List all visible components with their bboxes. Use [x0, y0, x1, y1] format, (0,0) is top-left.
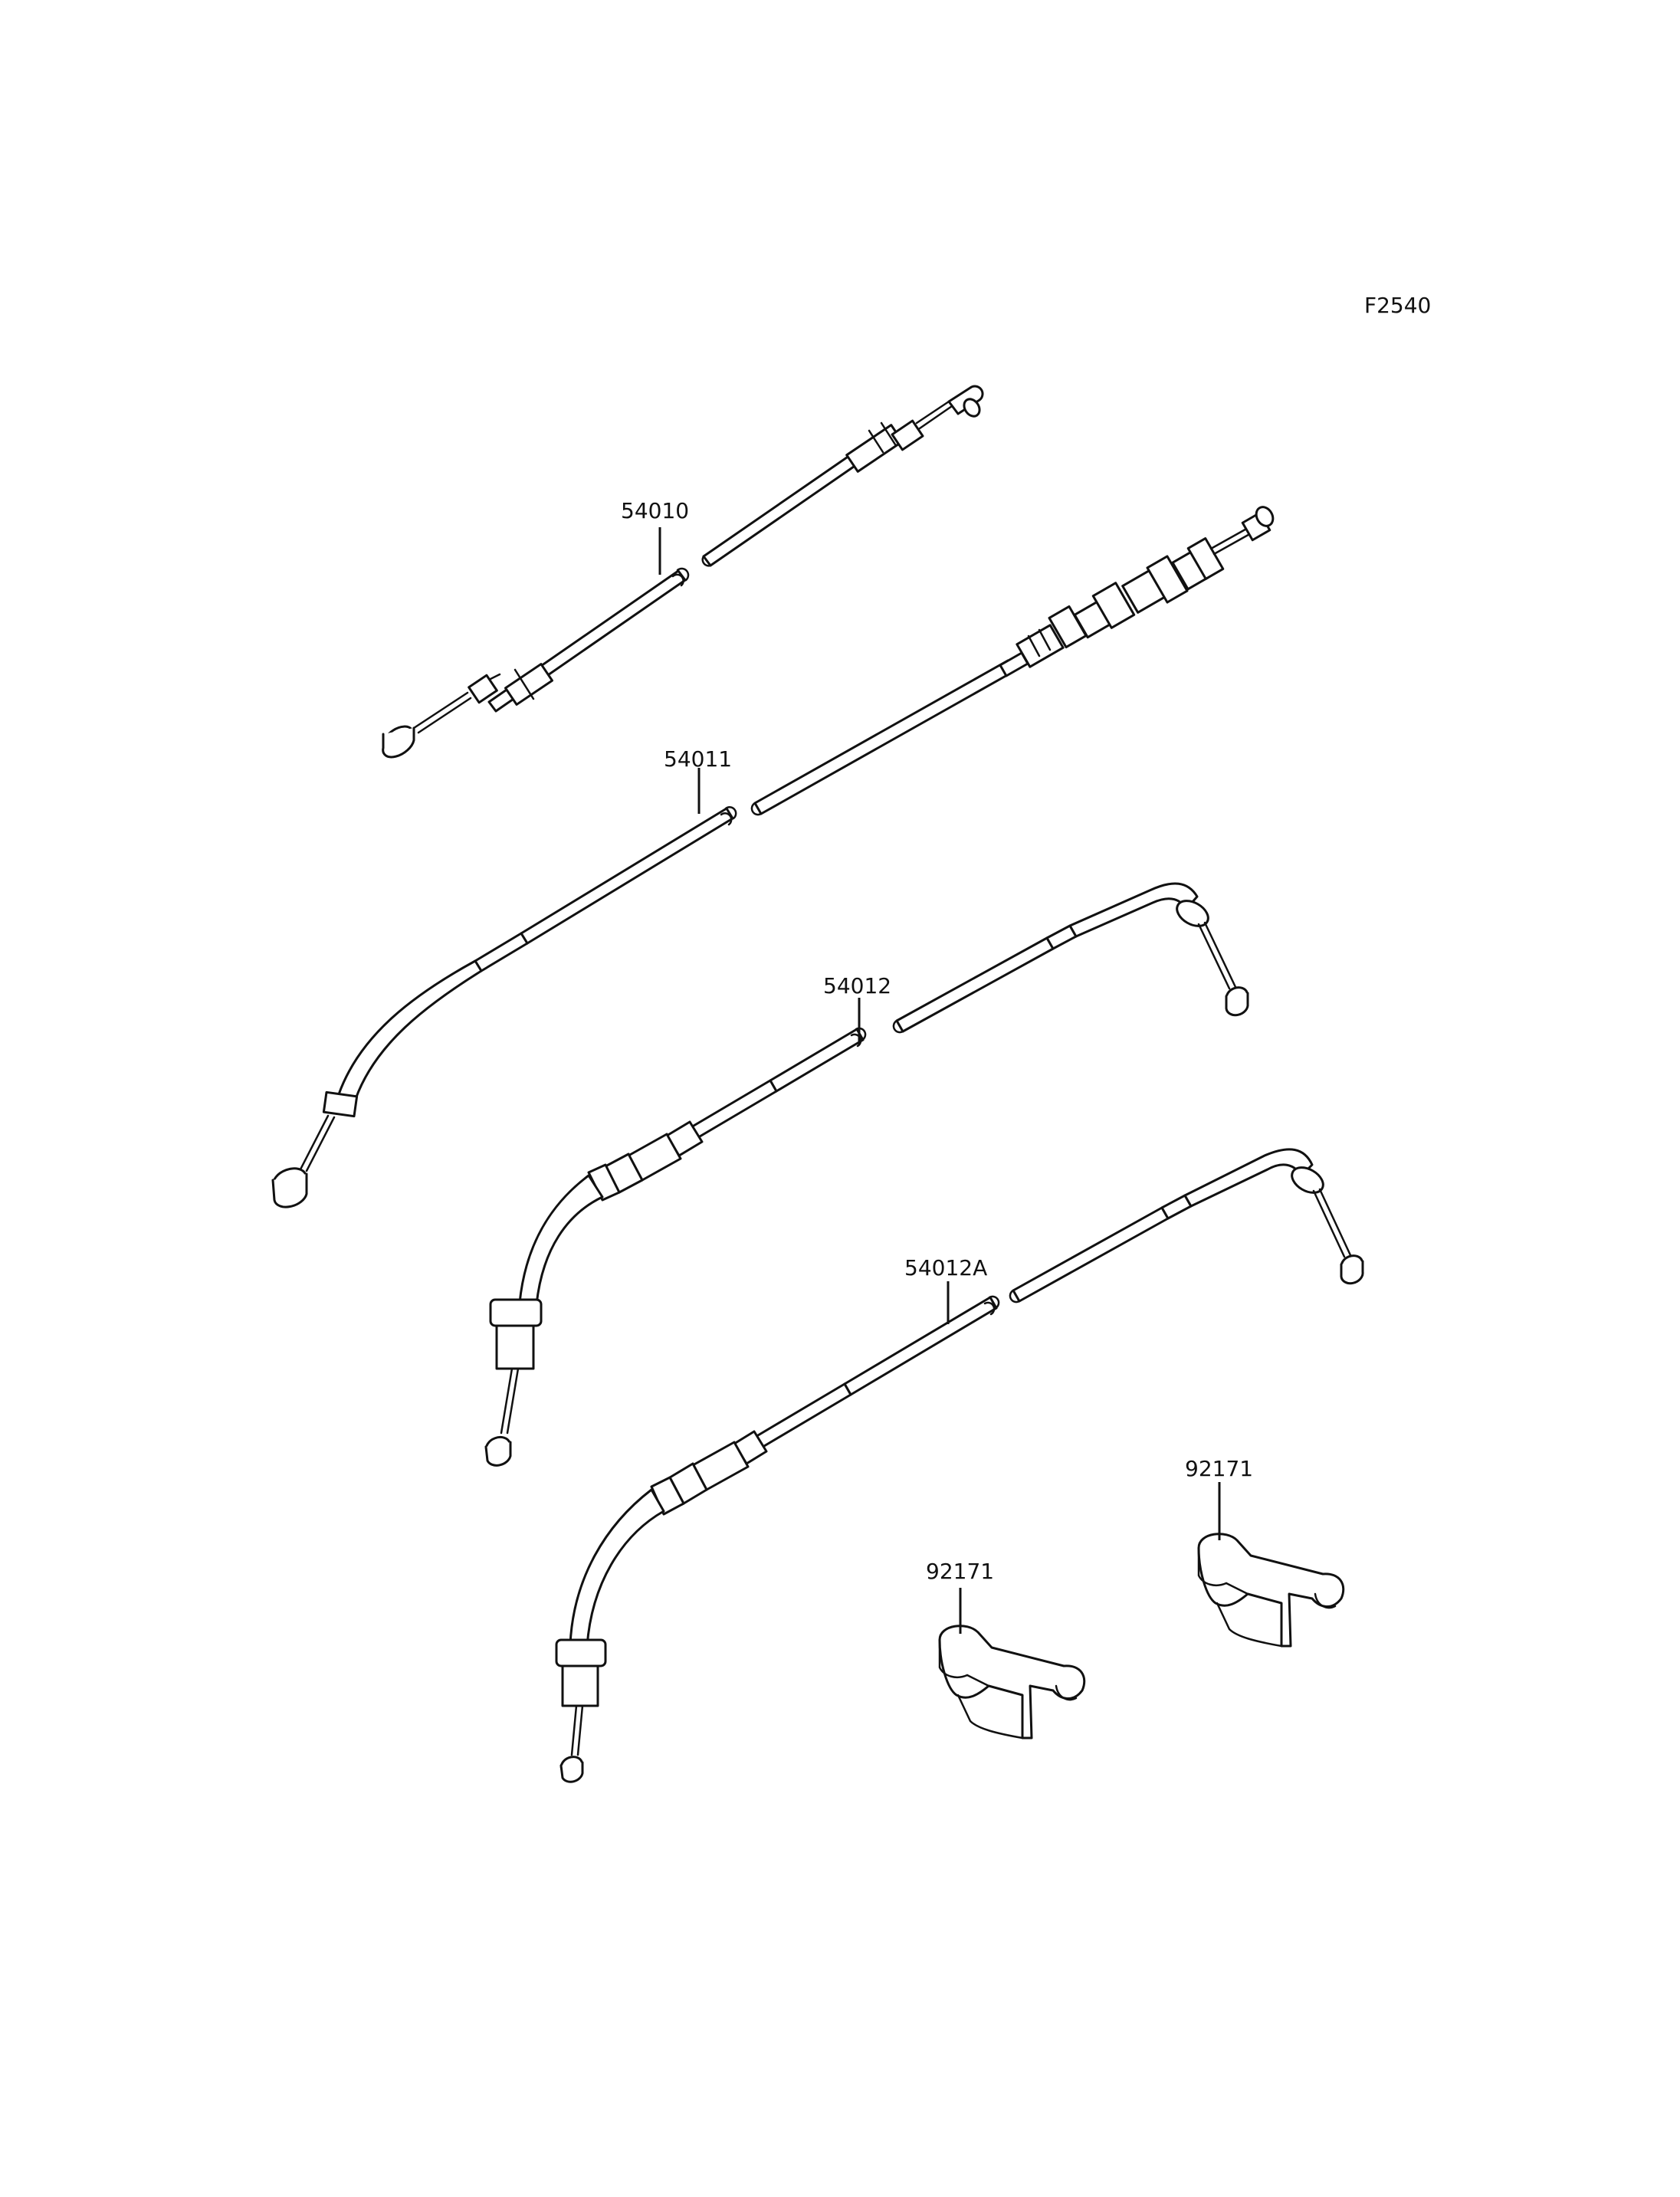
- clamp-92171-left: [938, 1625, 1086, 1740]
- clamp-92171-right: [1197, 1533, 1345, 1648]
- figure-code: F2540: [1364, 293, 1431, 318]
- part-label-54010: 54010: [621, 498, 689, 523]
- cable-54012A: [555, 1148, 1364, 1783]
- cable-54011: [271, 506, 1275, 1208]
- part-label-92171-left: 92171: [926, 1559, 994, 1584]
- cable-54010: [382, 385, 984, 759]
- cable-54012: [484, 882, 1249, 1467]
- part-label-54012A: 54012A: [904, 1255, 987, 1280]
- part-label-92171-right: 92171: [1185, 1456, 1253, 1481]
- part-label-54011: 54011: [664, 746, 732, 772]
- part-label-54012: 54012: [823, 973, 891, 998]
